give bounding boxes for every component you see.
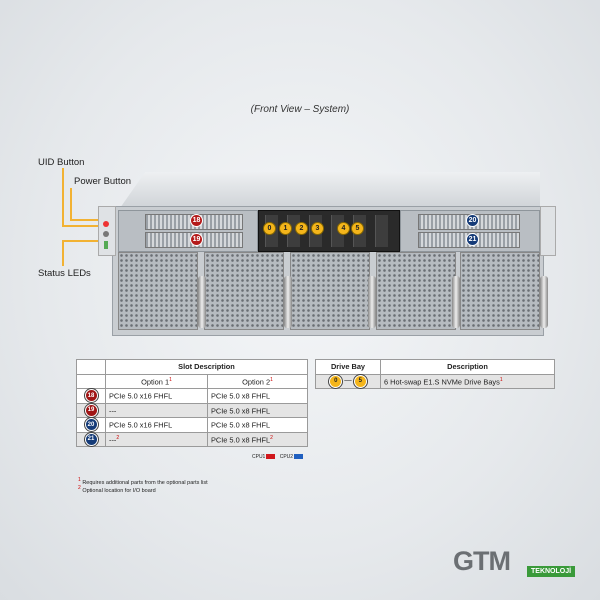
slot-19-option1: --- xyxy=(105,402,208,418)
slot-18-marker: 18 xyxy=(190,214,203,227)
status-callout-line-h xyxy=(62,240,102,242)
slot-20-badge: 20 xyxy=(84,418,98,432)
drive-0-badge: 0 xyxy=(329,374,343,388)
table-row: 0 — 5 6 Hot-swap E1.S NVMe Drive Bays1 xyxy=(315,373,555,389)
front-view-caption: (Front View – System) xyxy=(250,104,350,115)
drive-1-marker: 1 xyxy=(279,222,292,235)
power-button[interactable] xyxy=(103,231,109,237)
slot-18-badge: 18 xyxy=(84,389,98,403)
slot-21-option2: PCIe 5.0 x8 FHFL2 xyxy=(206,431,309,447)
option2-header: Option 21 xyxy=(206,373,309,389)
table-row: 21 ---2 PCIe 5.0 x8 FHFL2 xyxy=(76,431,309,447)
drive-0-marker: 0 xyxy=(263,222,276,235)
slot-symbol-header xyxy=(76,359,106,375)
slot-20-option2: PCIe 5.0 x8 FHFL xyxy=(206,417,309,433)
fan-handle[interactable] xyxy=(198,276,206,328)
slot-21-option1: ---2 xyxy=(105,431,208,447)
drive-4-marker: 4 xyxy=(337,222,350,235)
fan-module[interactable] xyxy=(118,252,198,330)
cpu1-label: CPU1 xyxy=(252,454,266,460)
uid-callout-line-h xyxy=(62,225,102,227)
slot-18-option2: PCIe 5.0 x8 FHFL xyxy=(206,388,309,404)
slot-21-marker: 21 xyxy=(466,233,479,246)
uid-button[interactable] xyxy=(103,221,109,227)
uid-button-label: UID Button xyxy=(38,157,85,168)
footnote-2: 2 Optional location for I/O board xyxy=(78,485,156,494)
drive-bay-table: Drive Bay Description 0 — 5 6 Hot-swap E… xyxy=(315,359,555,389)
fan-module[interactable] xyxy=(460,252,540,330)
cpu2-swatch xyxy=(294,454,304,460)
gtm-logo: GTM xyxy=(453,546,511,576)
table-row: 18 PCIe 5.0 x16 FHFL PCIe 5.0 x8 FHFL xyxy=(76,388,309,404)
fan-module[interactable] xyxy=(376,252,456,330)
drive-3-marker: 3 xyxy=(311,222,324,235)
drive-bay[interactable] xyxy=(375,215,388,247)
slot-description-title: Slot Description xyxy=(105,359,308,375)
drive-bay-header: Drive Bay xyxy=(315,359,381,375)
fan-handle[interactable] xyxy=(452,276,460,328)
teknoloji-badge: TEKNOLOJİ xyxy=(527,566,576,577)
option1-header: Option 11 xyxy=(105,373,208,389)
status-callout-line xyxy=(62,240,64,266)
fan-handle[interactable] xyxy=(540,276,548,328)
power-button-label: Power Button xyxy=(74,176,132,187)
cpu-legend: CPU1 CPU2 xyxy=(252,454,306,460)
status-leds-label: Status LEDs xyxy=(38,268,91,279)
drive-bay-description: 6 Hot-swap E1.S NVMe Drive Bays1 xyxy=(380,373,555,389)
slot-20-option1: PCIe 5.0 x16 FHFL xyxy=(105,417,208,433)
footnote-1: 1 Requires additional parts from the opt… xyxy=(78,477,208,486)
chassis-top xyxy=(120,172,540,208)
slot-19-option2: PCIe 5.0 x8 FHFL xyxy=(206,402,309,418)
description-header: Description xyxy=(380,359,555,375)
left-rack-ear xyxy=(98,206,116,256)
slot-21-badge: 21 xyxy=(84,432,98,446)
power-callout-line xyxy=(70,188,72,220)
fan-handle[interactable] xyxy=(368,276,376,328)
slot-19-badge: 19 xyxy=(84,403,98,417)
table-row: 20 PCIe 5.0 x16 FHFL PCIe 5.0 x8 FHFL xyxy=(76,417,309,433)
fan-handle[interactable] xyxy=(284,276,292,328)
cpu1-swatch xyxy=(266,454,276,460)
status-leds xyxy=(104,241,108,249)
blank-cell xyxy=(76,373,106,389)
drive-5-badge: 5 xyxy=(353,374,367,388)
slot-18-option1: PCIe 5.0 x16 FHFL xyxy=(105,388,208,404)
right-rack-ear xyxy=(540,206,556,256)
drive-5-marker: 5 xyxy=(351,222,364,235)
uid-callout-line xyxy=(62,168,64,226)
table-row: 19 --- PCIe 5.0 x8 FHFL xyxy=(76,402,309,418)
fan-module[interactable] xyxy=(204,252,284,330)
cpu2-label: CPU2 xyxy=(279,454,294,460)
drive-2-marker: 2 xyxy=(295,222,308,235)
fan-module[interactable] xyxy=(290,252,370,330)
slot-20-marker: 20 xyxy=(466,214,479,227)
slot-19-marker: 19 xyxy=(190,233,203,246)
slot-description-table: Slot Description Option 11 Option 21 18 … xyxy=(76,359,309,447)
drive-bay-range: 0 — 5 xyxy=(315,373,381,389)
power-callout-line-h xyxy=(70,219,102,221)
